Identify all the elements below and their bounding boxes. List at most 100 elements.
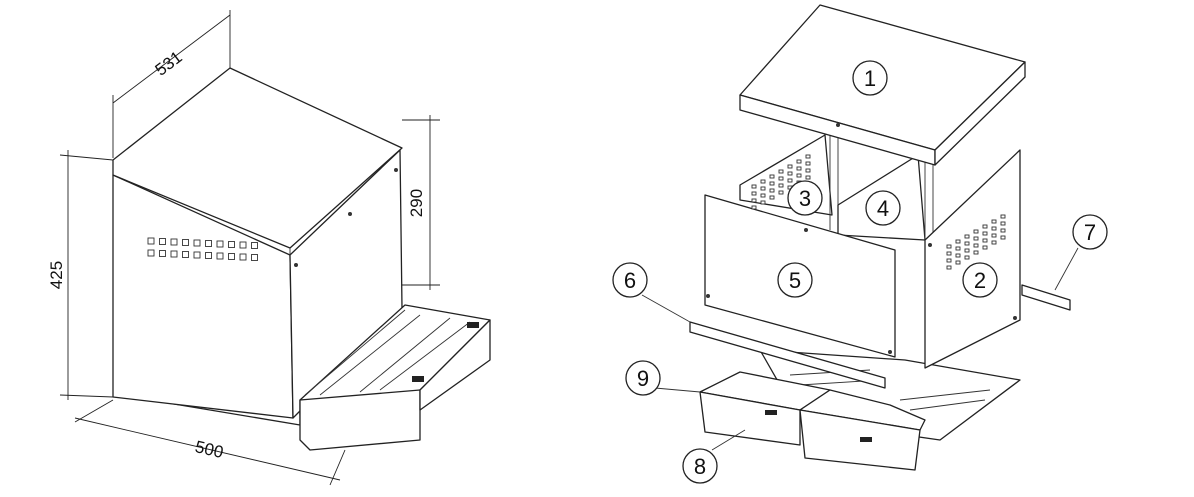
dimension-label-width: 500 (193, 437, 225, 462)
dimension-width: 500 (74, 399, 346, 486)
vent-hole (946, 265, 952, 270)
vent-hole (973, 229, 979, 234)
vent-hole (787, 171, 793, 176)
vent-hole (778, 183, 784, 188)
vent-hole (1000, 221, 1006, 226)
vent-hole (182, 251, 189, 258)
vent-hole (964, 234, 970, 239)
callout-6: 6 (612, 262, 648, 298)
vent-hole (769, 181, 775, 186)
vent-hole (760, 200, 766, 205)
assembled-box-view: 531 290 425 500 (47, 10, 491, 486)
vent-hole (778, 190, 784, 195)
vent-hole (982, 224, 988, 229)
part-2-side-panel (924, 149, 1021, 369)
vent-hole (239, 241, 247, 249)
vent-hole (805, 168, 811, 173)
vent-hole (982, 231, 988, 236)
vent-hole (973, 236, 979, 241)
vent-hole (1000, 235, 1006, 240)
vent-hole (147, 249, 155, 257)
vent-hole (170, 238, 178, 246)
vent-hole (796, 159, 802, 164)
vent-hole (946, 251, 952, 256)
vent-hole (955, 260, 961, 265)
callout-circle (612, 262, 648, 298)
callout-number: 1 (864, 66, 876, 91)
callout-circle (962, 262, 998, 298)
vent-hole (955, 246, 961, 251)
callout-number: 4 (877, 196, 889, 221)
vent-hole (205, 240, 212, 247)
vent-hole (946, 244, 952, 249)
callout-number: 5 (789, 268, 801, 293)
vent-hole (239, 253, 247, 261)
vent-hole (760, 179, 766, 184)
vent-hole (946, 258, 952, 263)
vent-hole (955, 239, 961, 244)
dimension-label-side-height: 290 (407, 189, 426, 217)
callout-circle (787, 180, 823, 216)
vent-hole (991, 233, 997, 238)
callout-number: 8 (694, 454, 706, 479)
vent-hole (778, 169, 784, 174)
vent-hole (193, 239, 201, 247)
callout-number: 2 (974, 268, 986, 293)
callout-circle (777, 262, 813, 298)
vent-hole (796, 173, 802, 178)
vent-hole (973, 250, 979, 255)
callout-circle (625, 360, 661, 396)
vent-hole (769, 174, 775, 179)
vent-hole (982, 245, 988, 250)
ventilation-holes-exploded (751, 154, 1006, 270)
callout-number: 6 (624, 268, 636, 293)
callout-circle (852, 60, 888, 96)
callout-9: 9 (625, 360, 661, 396)
vent-hole (991, 240, 997, 245)
callout-8: 8 (682, 448, 718, 484)
vent-hole (991, 219, 997, 224)
dimension-height: 425 (47, 150, 114, 400)
vent-hole (778, 176, 784, 181)
box-roof (112, 67, 403, 249)
vent-hole (991, 226, 997, 231)
exploded-view: 1 2 3 4 5 6 7 8 9 (612, 4, 1108, 484)
vent-hole (805, 175, 811, 180)
vent-hole (216, 240, 224, 248)
vent-hole (751, 198, 757, 203)
callout-number: 7 (1084, 220, 1096, 245)
vent-hole (982, 238, 988, 243)
ventilation-holes (147, 237, 258, 261)
vent-hole (228, 253, 235, 260)
callout-number: 3 (799, 186, 811, 211)
vent-hole (1000, 214, 1006, 219)
vent-hole (159, 250, 166, 257)
vent-hole (182, 239, 189, 246)
part-6-rail (689, 321, 886, 389)
vent-hole (751, 205, 757, 210)
vent-hole (805, 154, 811, 159)
vent-hole (787, 178, 793, 183)
vent-hole (955, 253, 961, 258)
vent-hole (769, 188, 775, 193)
vent-hole (964, 248, 970, 253)
vent-hole (973, 243, 979, 248)
vent-hole (769, 195, 775, 200)
part-8-9-trays (699, 371, 926, 471)
vent-hole (1000, 228, 1006, 233)
callout-circle (865, 190, 901, 226)
vent-hole (170, 250, 178, 258)
vent-hole (751, 191, 757, 196)
vent-hole (964, 241, 970, 246)
callout-5: 5 (777, 262, 813, 298)
vent-hole (796, 166, 802, 171)
vent-hole (216, 252, 224, 260)
vent-hole (964, 255, 970, 260)
vent-hole (787, 164, 793, 169)
vent-hole (760, 186, 766, 191)
callout-7: 7 (1072, 214, 1108, 250)
vent-hole (251, 242, 258, 249)
callout-2: 2 (962, 262, 998, 298)
vent-hole (751, 184, 757, 189)
vent-hole (193, 251, 201, 259)
